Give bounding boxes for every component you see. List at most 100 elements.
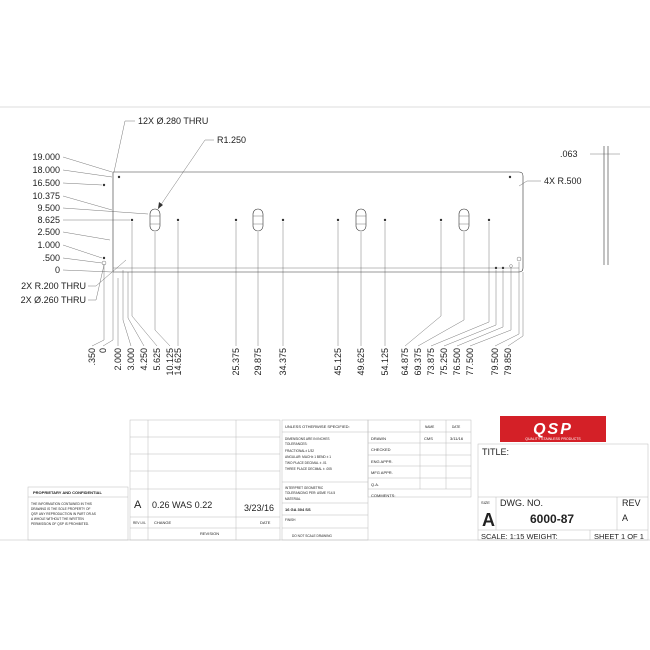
no-scale-note: DO NOT SCALE DRAWING bbox=[292, 534, 332, 538]
hdim-21: 79.850 bbox=[503, 348, 513, 376]
name-header: NAME bbox=[425, 425, 434, 429]
revision-date-header: DATE bbox=[260, 520, 271, 525]
vdim-0: 19.000 bbox=[32, 152, 60, 162]
hdim-18: 76.500 bbox=[452, 348, 462, 376]
scale-weight: SCALE: 1:15 WEIGHT: bbox=[481, 532, 558, 541]
callout-r200: 2X R.200 THRU bbox=[21, 281, 86, 291]
finish-label: FINISH bbox=[285, 518, 296, 522]
slot-1 bbox=[149, 208, 161, 232]
hdim-9: 29.875 bbox=[253, 348, 263, 376]
hole bbox=[102, 256, 106, 260]
vdim-3: 10.375 bbox=[32, 191, 60, 201]
part-outline bbox=[101, 171, 524, 273]
slot-3 bbox=[355, 208, 367, 232]
hole bbox=[234, 218, 238, 222]
hdim-5: 5.625 bbox=[152, 348, 162, 371]
hdim-1: 0 bbox=[98, 348, 108, 353]
hole bbox=[281, 218, 285, 222]
material-value: 16 GA 304 SS bbox=[285, 507, 311, 512]
proprietary-notice: PROPRIETARY AND CONFIDENTIAL THE INFORMA… bbox=[27, 486, 129, 541]
vertical-dimensions: 19.000 18.000 16.500 10.375 9.500 8.625 … bbox=[32, 152, 149, 275]
vdim-7: 1.000 bbox=[37, 240, 60, 250]
hole bbox=[130, 218, 134, 222]
hdim-12: 49.625 bbox=[356, 348, 366, 376]
hole bbox=[487, 218, 491, 222]
hdim-19: 77.500 bbox=[465, 348, 475, 376]
proprietary-line-4: PERMISSION OF QSP IS PROHIBITED. bbox=[31, 522, 89, 526]
proprietary-line-2: QSP. ANY REPRODUCTION IN PART OR AS bbox=[31, 512, 96, 516]
horizontal-dimensions: .350 0 2.000 3.000 4.250 5.625 10.125 14… bbox=[87, 222, 524, 376]
spec-line-3: ANGULAR: MACH± 1 BEND ± 1 bbox=[285, 455, 331, 459]
callout-thickness: .063 bbox=[560, 149, 578, 159]
hdim-13: 54.125 bbox=[380, 348, 390, 376]
dwg-label: DWG. NO. bbox=[500, 498, 543, 508]
rev-label: REV bbox=[622, 498, 641, 508]
hdim-3: 3.000 bbox=[126, 348, 136, 371]
slot-2 bbox=[252, 208, 264, 232]
title-label: TITLE: bbox=[482, 447, 509, 457]
vdim-8: .500 bbox=[42, 253, 60, 263]
dwg-value: 6000-87 bbox=[530, 512, 574, 526]
vdim-9: 0 bbox=[55, 265, 60, 275]
logo-text: QSP bbox=[533, 421, 573, 438]
size-label: SIZE bbox=[481, 500, 490, 505]
spec-line-5: THREE PLACE DECIMAL ± .005 bbox=[285, 467, 332, 471]
qsp-logo: QSP QUALITY STAINLESS PRODUCTS bbox=[500, 416, 606, 442]
sheet-number: SHEET 1 OF 1 bbox=[594, 532, 644, 541]
spec-header: UNLESS OTHERWISE SPECIFIED: bbox=[285, 424, 350, 429]
hole bbox=[117, 175, 121, 179]
hdim-2: 2.000 bbox=[113, 348, 123, 371]
hole bbox=[509, 264, 513, 268]
spec-line-1: TOLERANCES: bbox=[285, 442, 308, 446]
hdim-14: 64.875 bbox=[400, 348, 410, 376]
spec-line-4: TWO PLACE DECIMAL ± .01 bbox=[285, 461, 327, 465]
row-label-1: CHECKED bbox=[371, 447, 391, 452]
hole bbox=[439, 218, 443, 222]
hdim-20: 79.500 bbox=[490, 348, 500, 376]
hdim-6: 10.125 bbox=[165, 348, 175, 376]
material-label: MATERIAL bbox=[285, 497, 301, 501]
slot-4 bbox=[458, 208, 470, 232]
vdim-4: 9.500 bbox=[37, 203, 60, 213]
date-header: DATE bbox=[452, 425, 460, 429]
hole bbox=[336, 218, 340, 222]
revision-change-header: CHANGE bbox=[154, 520, 171, 525]
callout-holes-260: 2X Ø.260 THRU bbox=[21, 295, 86, 305]
revision-date: 3/23/16 bbox=[244, 503, 274, 513]
vdim-6: 2.500 bbox=[37, 227, 60, 237]
revision-section-header: REVISION bbox=[200, 531, 219, 536]
row-label-2: ENG APPR. bbox=[371, 459, 393, 464]
proprietary-title: PROPRIETARY AND CONFIDENTIAL bbox=[33, 490, 102, 495]
proprietary-line-0: THE INFORMATION CONTAINED IN THIS bbox=[31, 502, 92, 506]
hdim-8: 25.375 bbox=[231, 348, 241, 376]
hdim-7: 14.625 bbox=[173, 348, 183, 376]
vdim-1: 18.000 bbox=[32, 165, 60, 175]
vdim-5: 8.625 bbox=[37, 215, 60, 225]
callout-corner-radius: 4X R.500 bbox=[544, 176, 582, 186]
hdim-16: 73.875 bbox=[426, 348, 436, 376]
revision-rev-header: REV LVL bbox=[133, 521, 146, 525]
revision-rev: A bbox=[134, 499, 142, 511]
row-date-0: 3/11/16 bbox=[450, 436, 464, 441]
revision-change: 0.26 WAS 0.22 bbox=[152, 500, 212, 510]
hole bbox=[508, 175, 512, 179]
proprietary-line-3: A WHOLE WITHOUT THE WRITTEN bbox=[31, 517, 85, 521]
row-label-0: DRAWN bbox=[371, 436, 386, 441]
row-label-3: MFG APPR. bbox=[371, 470, 393, 475]
row-name-0: CMS bbox=[424, 436, 433, 441]
title-block: A 0.26 WAS 0.22 3/23/16 REV LVL CHANGE D… bbox=[129, 416, 649, 541]
hdim-4: 4.250 bbox=[139, 348, 149, 371]
callout-holes-280: 12X Ø.280 THRU bbox=[138, 116, 208, 126]
hdim-17: 75.250 bbox=[439, 348, 449, 376]
hole bbox=[176, 218, 180, 222]
logo-tagline: QUALITY STAINLESS PRODUCTS bbox=[525, 437, 581, 441]
hdim-10: 34.375 bbox=[278, 348, 288, 376]
spec-line-2: FRACTIONAL± 1/32 bbox=[285, 449, 314, 453]
rev-value: A bbox=[622, 513, 628, 523]
row-label-4: Q.A. bbox=[371, 482, 379, 487]
hole-260 bbox=[516, 256, 522, 262]
row-label-5: COMMENTS: bbox=[371, 493, 395, 498]
callout-r1250: R1.250 bbox=[217, 135, 246, 145]
hdim-11: 45.125 bbox=[333, 348, 343, 376]
